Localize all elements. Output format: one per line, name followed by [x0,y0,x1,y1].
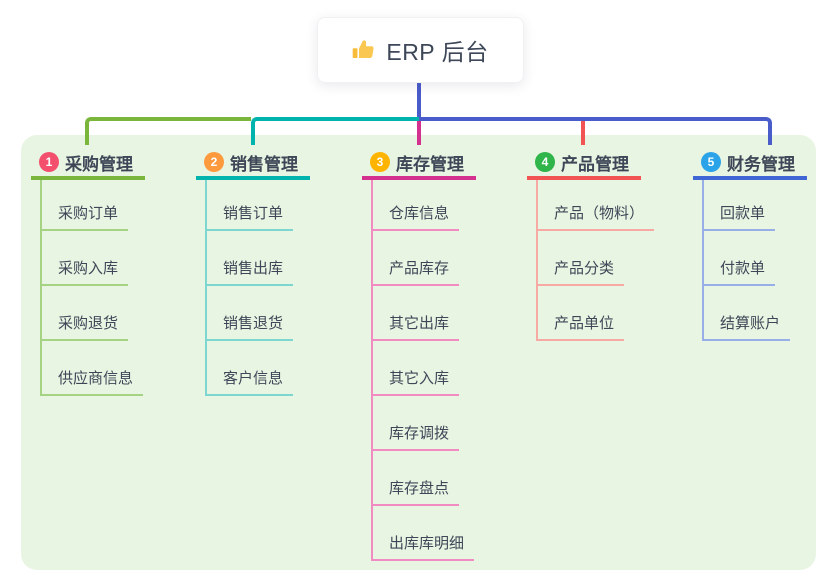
bus-connector-right [419,117,772,145]
child-node[interactable]: 产品单位 [538,286,625,341]
branch-children-purchase: 采购订单 采购入库 采购退货 供应商信息 [40,180,144,396]
child-node-label: 库存调拨 [389,425,450,442]
child-node-label: 产品（物料） [554,205,645,222]
thumbs-up-icon [352,38,376,62]
child-node[interactable]: 库存盘点 [373,451,460,506]
child-node[interactable]: 供应商信息 [42,341,144,396]
branch-badge: 1 [39,152,59,172]
root-node-label: ERP 后台 [386,39,489,65]
trunk-connector [417,81,421,121]
branch-column-finance: 5 财务管理 回款单 付款单 结算账户 [693,148,807,341]
child-node[interactable]: 采购入库 [42,231,129,286]
branch-children-sales: 销售订单 销售出库 销售退货 客户信息 [205,180,294,396]
child-node-label: 回款单 [720,205,766,222]
child-node-label: 销售退货 [223,315,284,332]
branch-badge: 3 [370,152,390,172]
branch-column-inventory: 3 库存管理 仓库信息 产品库存 其它出库 其它入库 库存调拨 库存盘点 出库库… [362,148,476,561]
child-node-label: 结算账户 [720,315,781,332]
branch-title-label: 销售管理 [230,154,298,174]
child-node-label: 采购退货 [58,315,119,332]
child-node-label: 销售订单 [223,205,284,222]
child-node-label: 供应商信息 [58,370,134,387]
child-node[interactable]: 采购退货 [42,286,129,341]
bus-connector-left [85,117,251,145]
branch-children-product: 产品（物料） 产品分类 产品单位 [536,180,655,341]
child-node[interactable]: 产品库存 [373,231,460,286]
child-node-label: 产品库存 [389,260,450,277]
branch-title-inventory[interactable]: 3 库存管理 [362,148,476,180]
bus-connector-middle [251,117,419,145]
branch-column-sales: 2 销售管理 销售订单 销售出库 销售退货 客户信息 [196,148,310,396]
child-node-label: 其它入库 [389,370,450,387]
child-node-label: 采购入库 [58,260,119,277]
child-node-label: 付款单 [720,260,766,277]
child-node-label: 产品分类 [554,260,615,277]
child-node[interactable]: 结算账户 [704,286,791,341]
branch-badge: 4 [535,152,555,172]
branch-title-purchase[interactable]: 1 采购管理 [31,148,145,180]
child-node[interactable]: 回款单 [704,180,776,231]
child-node[interactable]: 付款单 [704,231,776,286]
branch-children-finance: 回款单 付款单 结算账户 [702,180,791,341]
drop-connector-inventory [417,121,421,145]
child-node[interactable]: 其它出库 [373,286,460,341]
branches-panel [21,135,816,570]
branch-title-sales[interactable]: 2 销售管理 [196,148,310,180]
child-node-label: 采购订单 [58,205,119,222]
branch-badge: 5 [701,152,721,172]
branch-column-purchase: 1 采购管理 采购订单 采购入库 采购退货 供应商信息 [31,148,145,396]
branch-title-finance[interactable]: 5 财务管理 [693,148,807,180]
child-node-label: 出库库明细 [389,535,465,552]
child-node[interactable]: 销售退货 [207,286,294,341]
child-node-label: 其它出库 [389,315,450,332]
child-node[interactable]: 客户信息 [207,341,294,396]
child-node[interactable]: 产品（物料） [538,180,655,231]
child-node-label: 客户信息 [223,370,284,387]
root-node[interactable]: ERP 后台 [317,17,524,83]
branch-badge: 2 [204,152,224,172]
child-node-label: 产品单位 [554,315,615,332]
child-node[interactable]: 销售订单 [207,180,294,231]
child-node-label: 库存盘点 [389,480,450,497]
child-node[interactable]: 出库库明细 [373,506,475,561]
drop-connector-product [581,121,585,145]
child-node[interactable]: 仓库信息 [373,180,460,231]
branch-title-label: 产品管理 [561,154,629,174]
child-node-label: 销售出库 [223,260,284,277]
child-node[interactable]: 采购订单 [42,180,129,231]
branch-children-inventory: 仓库信息 产品库存 其它出库 其它入库 库存调拨 库存盘点 出库库明细 [371,180,475,561]
child-node[interactable]: 产品分类 [538,231,625,286]
child-node-label: 仓库信息 [389,205,450,222]
child-node[interactable]: 销售出库 [207,231,294,286]
branch-title-label: 财务管理 [727,154,795,174]
child-node[interactable]: 库存调拨 [373,396,460,451]
child-node[interactable]: 其它入库 [373,341,460,396]
branch-title-product[interactable]: 4 产品管理 [527,148,641,180]
branch-column-product: 4 产品管理 产品（物料） 产品分类 产品单位 [527,148,655,341]
branch-title-label: 库存管理 [396,154,464,174]
branch-title-label: 采购管理 [65,154,133,174]
